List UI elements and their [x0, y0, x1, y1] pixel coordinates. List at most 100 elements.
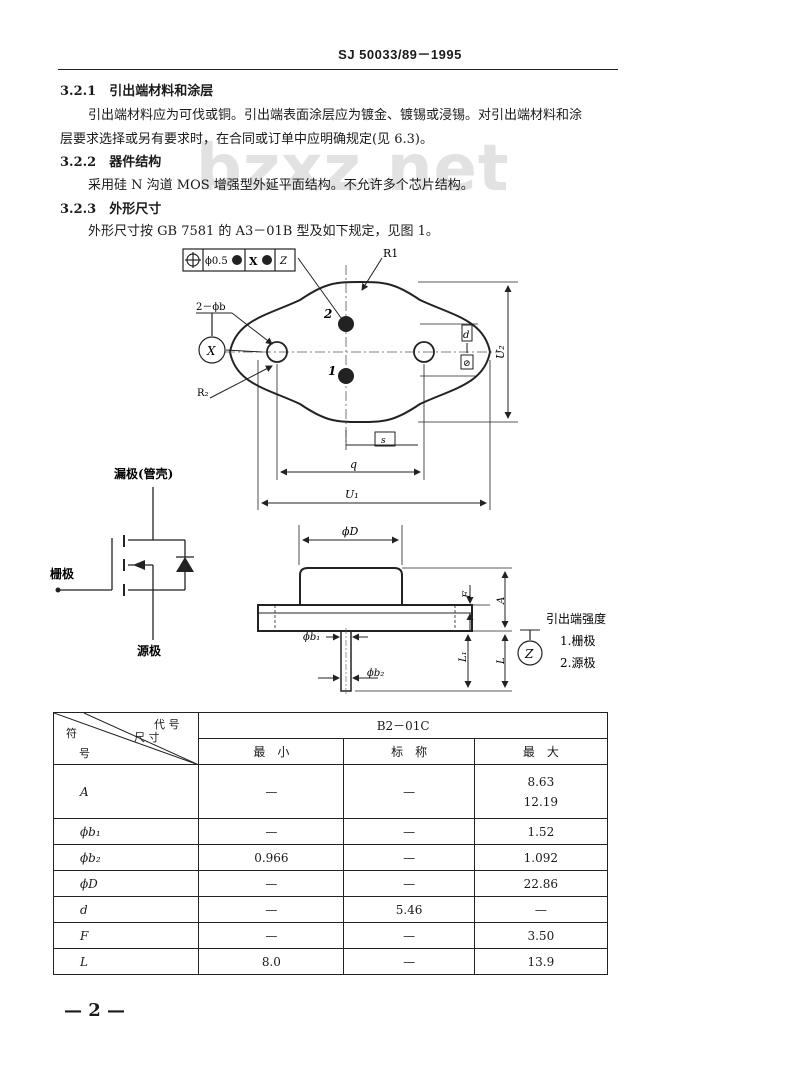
col-min-header: 最 小	[198, 738, 345, 765]
table-corner-header: 代 号 尺 寸 符 号	[52, 712, 200, 765]
row-nom: —	[343, 922, 475, 949]
datum-x-ref: X	[249, 255, 258, 268]
row-max: 13.9	[473, 948, 609, 975]
row-max: 1.092	[473, 844, 609, 871]
header-size: 尺 寸	[134, 731, 160, 744]
table-row: F — — 3.50	[52, 922, 609, 949]
section-3-2-2-title: 3.2.2 器件结构	[60, 155, 162, 170]
phid-label: ϕD	[342, 525, 358, 538]
header-code: 代 号	[154, 718, 180, 731]
u1-label: U₁	[345, 488, 359, 501]
page-number: — 2 —	[64, 1000, 126, 1021]
row-symbol: F	[52, 922, 200, 949]
row-symbol: L	[52, 948, 200, 975]
datum-x-label: X	[206, 344, 216, 358]
row-min: 0.966	[198, 844, 345, 871]
package-side-view: ϕD F A L₁ L ϕb₁ ϕb₂	[257, 525, 512, 695]
s-label: s	[381, 436, 386, 446]
row-symbol: ϕb₁	[52, 818, 200, 845]
table-row: ϕb₁ — — 1.52	[52, 818, 609, 845]
header-symbol-top: 符	[66, 727, 77, 740]
tolerance-value: ϕ0.5	[205, 256, 228, 267]
pin-2-label: 2	[323, 307, 332, 321]
row-max: 22.86	[473, 870, 609, 897]
pin-2	[338, 316, 354, 332]
table-row: ϕD — — 22.86	[52, 870, 609, 897]
pin-legend-2: 2.源极	[560, 656, 595, 670]
row-min: 8.0	[198, 948, 345, 975]
row-min: —	[198, 818, 345, 845]
datum-x-circle	[198, 336, 226, 364]
r2-label: R₂	[197, 388, 209, 399]
row-max: 1.52	[473, 818, 609, 845]
header-rule	[58, 69, 618, 70]
phib1-label: ϕb₁	[303, 632, 320, 643]
col-max-header: 最 大	[473, 738, 609, 765]
outline-figure: ϕ0.5 X Z 2 1 R1 2－ϕb X R₂ d ⊘ U₂ s	[50, 247, 606, 695]
a-label: A	[496, 597, 507, 605]
row-nom: —	[343, 948, 475, 975]
section-3-2-1-title: 3.2.1 引出端材料和涂层	[60, 84, 214, 99]
section-3-2-3-body: 外形尺寸按 GB 7581 的 A3－01B 型及如下规定，见图 1。	[88, 224, 439, 239]
row-max-line1: 8.63	[527, 774, 555, 789]
mounting-hole-right	[413, 341, 435, 363]
row-max: —	[473, 896, 609, 923]
diagonal-lines	[54, 713, 199, 765]
q-label: q	[350, 458, 357, 471]
section-3-2-1-line2: 层要求选择或另有要求时，在合同或订单中应明确规定(见 6.3)。	[60, 132, 433, 147]
watermark: bzxz.net	[196, 132, 510, 206]
l1-label: L₁	[458, 651, 469, 663]
row-min: —	[198, 896, 345, 923]
row-max: 3.50	[473, 922, 609, 949]
mmc-icon-2	[262, 255, 272, 265]
drain-label: 漏极(管壳)	[114, 466, 173, 481]
row-min: —	[198, 922, 345, 949]
d-tolerance-icon: ⊘	[463, 359, 471, 369]
row-nom: —	[343, 844, 475, 871]
row-symbol: ϕb₂	[52, 844, 200, 871]
r1-label: R1	[383, 247, 398, 260]
row-symbol: A	[52, 764, 200, 819]
row-symbol: d	[52, 896, 200, 923]
mosfet-symbol: 漏极(管壳) 栅极 源极	[50, 466, 194, 658]
standard-number: SJ 50033/89－1995	[338, 47, 462, 62]
section-3-2-2-body: 采用硅 N 沟道 MOS 增强型外延平面结构。不允许多个芯片结构。	[88, 178, 474, 193]
datum-z-ref: Z	[279, 256, 288, 267]
table-row: ϕb₂ 0.966 — 1.092	[52, 844, 609, 871]
header-symbol-bottom: 号	[79, 747, 90, 760]
col-nom-header: 标 称	[343, 738, 475, 765]
row-nom: —	[343, 764, 475, 819]
pin-legend-title: 引出端强度	[546, 611, 606, 626]
dimension-table: 代 号 尺 寸 符 号 B2－01C 最 小 标 称 最 大 A — — 8.6…	[52, 712, 609, 975]
row-symbol: ϕD	[52, 870, 200, 897]
tolerance-frame: ϕ0.5 X Z	[182, 248, 296, 272]
row-max-line2: 12.19	[523, 794, 559, 809]
row-nom: 5.46	[343, 896, 475, 923]
pin-legend-1: 1.栅极	[560, 633, 595, 648]
section-3-2-3-title: 3.2.3 外形尺寸	[60, 202, 162, 217]
row-max: 8.63 12.19	[473, 764, 609, 819]
row-min: —	[198, 870, 345, 897]
row-nom: —	[343, 818, 475, 845]
d-label: d	[463, 330, 469, 341]
datum-z-label: Z	[524, 647, 534, 661]
section-3-2-1-line1: 引出端材料应为可伐或铜。引出端表面涂层应为镀金、镀锡或浸锡。对引出端材料和涂	[88, 108, 583, 123]
pin-1-label: 1	[328, 364, 336, 378]
mmc-icon	[232, 255, 242, 265]
datum-z-circle	[517, 640, 543, 666]
phib2-label: ϕb₂	[367, 668, 384, 679]
mounting-hole-left	[266, 341, 288, 363]
row-nom: —	[343, 870, 475, 897]
pin-1	[338, 368, 354, 384]
table-row: L 8.0 — 13.9	[52, 948, 609, 975]
2-phib-label: 2－ϕb	[196, 302, 226, 313]
row-min: —	[198, 764, 345, 819]
l-label: L	[496, 657, 507, 665]
u2-label: U₂	[494, 345, 507, 359]
source-label: 源极	[137, 643, 162, 658]
table-row: A — — 8.63 12.19	[52, 764, 609, 819]
model-header: B2－01C	[198, 712, 608, 739]
table-row: d — 5.46 —	[52, 896, 609, 923]
gate-label: 栅极	[50, 566, 75, 581]
f-label: F	[462, 590, 473, 599]
